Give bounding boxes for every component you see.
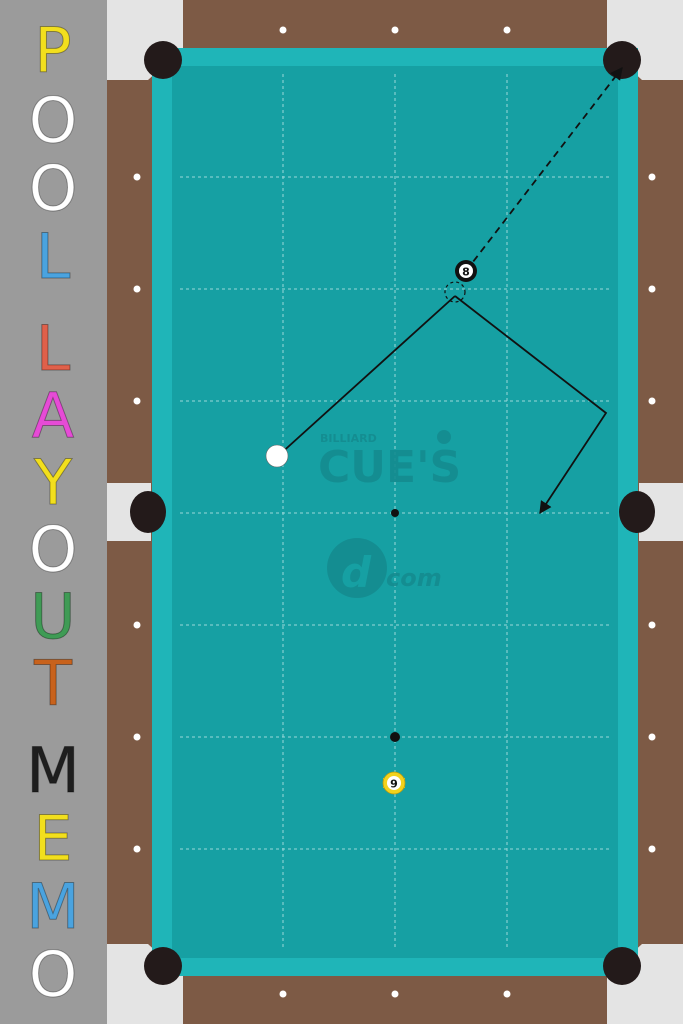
title-letter: M <box>26 734 81 807</box>
title-sidebar: P O O L L A Y O U T M E M O <box>0 0 107 1024</box>
pockets <box>130 41 655 985</box>
title-letter: T <box>34 647 73 720</box>
nine-ball[interactable]: 9 <box>382 771 406 795</box>
svg-text:CUE'S: CUE'S <box>318 442 461 493</box>
rail-diamonds <box>133 26 656 998</box>
cue-ball[interactable] <box>265 444 289 468</box>
title-letter: L <box>35 220 71 293</box>
eight-ball[interactable]: 8 <box>455 260 477 282</box>
svg-text:8: 8 <box>462 266 470 279</box>
svg-text:9: 9 <box>390 778 398 791</box>
title-letter: O <box>28 152 78 225</box>
title-letter: L <box>35 312 71 385</box>
object-ball-path <box>465 67 623 272</box>
title-letter: O <box>28 84 78 157</box>
svg-text:com: com <box>386 564 442 592</box>
center-spot <box>391 509 399 517</box>
shot-path <box>277 295 608 515</box>
title-letter: A <box>31 379 75 452</box>
title-letter: E <box>33 802 73 875</box>
svg-text:d: d <box>341 548 372 597</box>
foot-spot <box>390 732 400 742</box>
cues-logo-watermark: BILLIARD CUE'S d com <box>318 430 461 598</box>
title-letter: M <box>26 870 81 943</box>
title-letter: Y <box>34 446 73 519</box>
title-letter: O <box>28 513 78 586</box>
logo-circle-icon <box>327 538 387 598</box>
ghost-ball <box>444 281 466 303</box>
svg-text:BILLIARD: BILLIARD <box>320 432 377 445</box>
title-letter: O <box>28 938 78 1011</box>
pool-table[interactable]: BILLIARD CUE'S d com 8 9 <box>107 0 683 1024</box>
title-letter: U <box>30 580 76 653</box>
title-letter: P <box>34 14 72 87</box>
